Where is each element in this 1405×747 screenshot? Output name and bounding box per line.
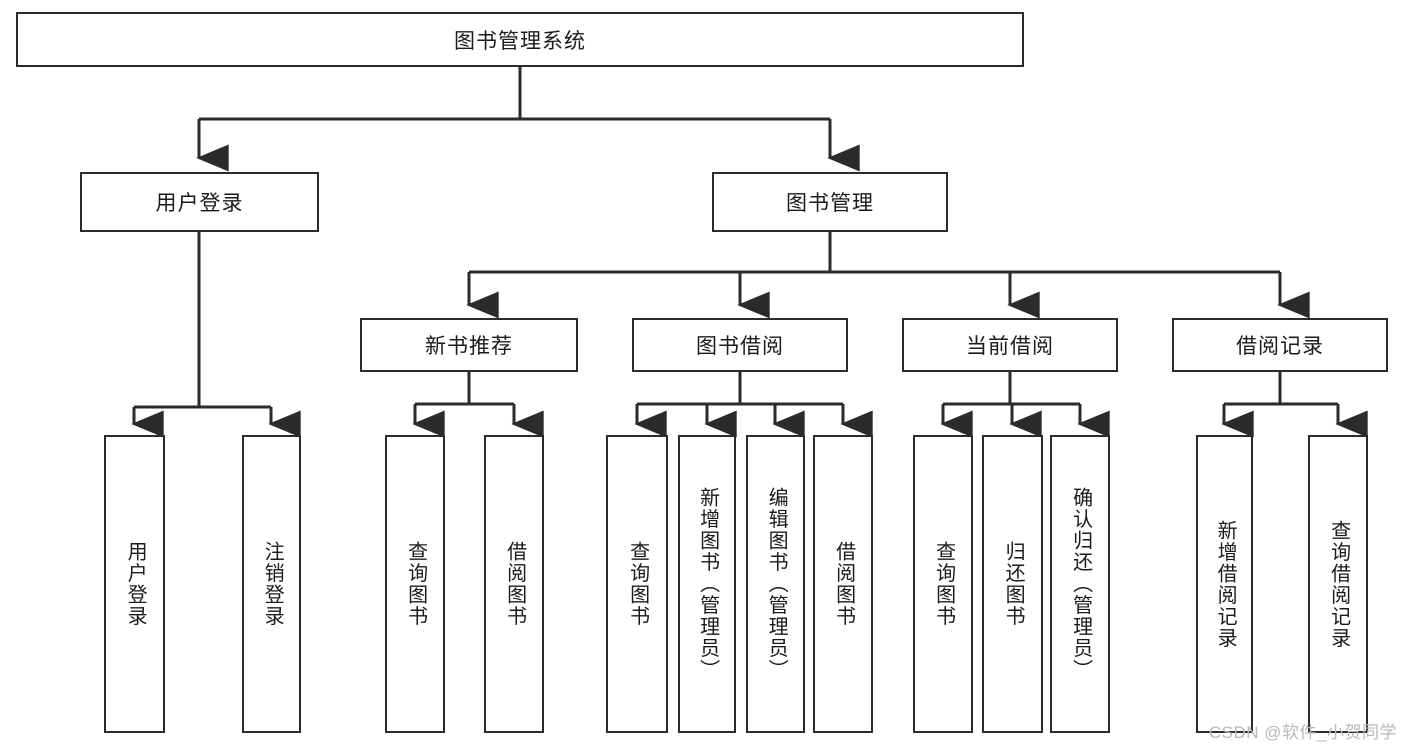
leaf-current-return[interactable]: 归还图书 [982,435,1043,733]
leaf-record-query[interactable]: 查询借阅记录 [1308,435,1368,733]
leaf-label: 借阅图书 [503,541,526,627]
leaf-label: 归还图书 [1002,541,1025,627]
leaf-user-login-login[interactable]: 用户登录 [104,435,165,733]
leaf-borrow-edit-book[interactable]: 编辑图书（管理员） [746,435,805,733]
leaf-label: 用户登录 [124,541,147,627]
leaf-label: 查询图书 [404,541,427,627]
leaf-record-add[interactable]: 新增借阅记录 [1196,435,1253,733]
node-new-book-recommend-label: 新书推荐 [425,335,513,358]
leaf-borrow-query[interactable]: 查询图书 [606,435,668,733]
leaf-label: 编辑图书（管理员） [765,487,788,681]
leaf-label: 查询图书 [932,541,955,627]
node-current-borrow-label: 当前借阅 [966,335,1054,358]
node-borrow-record-label: 借阅记录 [1236,335,1324,358]
leaf-borrow-add-book[interactable]: 新增图书（管理员） [678,435,736,733]
leaf-current-confirm-return[interactable]: 确认归还（管理员） [1050,435,1110,733]
watermark: CSDN @软件_小贺同学 [1208,723,1397,742]
node-user-login-label: 用户登录 [155,192,244,215]
leaf-label: 查询图书 [626,541,649,627]
leaf-user-login-logout[interactable]: 注销登录 [242,435,301,733]
leaf-label: 确认归还（管理员） [1069,487,1092,681]
leaf-label: 新增图书（管理员） [696,487,719,681]
node-book-management-label: 图书管理 [786,192,874,215]
node-book-borrow[interactable]: 图书借阅 [632,318,848,372]
leaf-borrow-borrow-book[interactable]: 借阅图书 [813,435,873,733]
node-borrow-record[interactable]: 借阅记录 [1172,318,1388,372]
node-user-login[interactable]: 用户登录 [80,172,319,232]
leaf-current-query[interactable]: 查询图书 [913,435,973,733]
node-book-management[interactable]: 图书管理 [712,172,948,232]
leaf-label: 新增借阅记录 [1214,519,1237,649]
node-root-label: 图书管理系统 [454,29,586,53]
leaf-new-book-borrow[interactable]: 借阅图书 [484,435,544,733]
leaf-label: 查询借阅记录 [1327,519,1350,649]
leaf-label: 注销登录 [261,541,284,627]
node-book-borrow-label: 图书借阅 [696,335,784,358]
leaf-label: 借阅图书 [832,541,855,627]
leaf-new-book-query[interactable]: 查询图书 [385,435,445,733]
node-new-book-recommend[interactable]: 新书推荐 [360,318,578,372]
node-current-borrow[interactable]: 当前借阅 [902,318,1118,372]
node-root[interactable]: 图书管理系统 [16,12,1024,67]
